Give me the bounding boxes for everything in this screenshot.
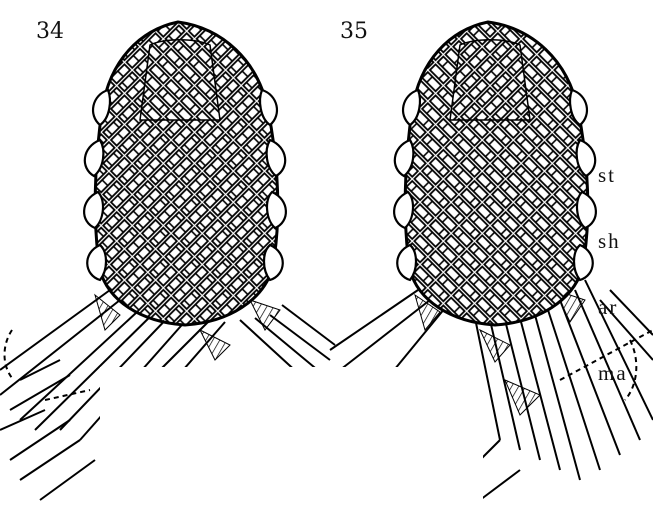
figure-34-top-weave [140, 40, 220, 120]
figure-35-top-weave [450, 40, 530, 120]
side-text-line: st [598, 164, 628, 186]
blank-overlay [100, 367, 483, 515]
side-text-line: ar [598, 296, 628, 318]
side-text-fragment: st sh ar ma [598, 120, 628, 406]
figure-34-number: 34 [36, 19, 64, 44]
side-text-line: sh [598, 230, 628, 252]
side-text-line: ma [598, 362, 628, 384]
figure-35-number: 35 [340, 19, 368, 44]
